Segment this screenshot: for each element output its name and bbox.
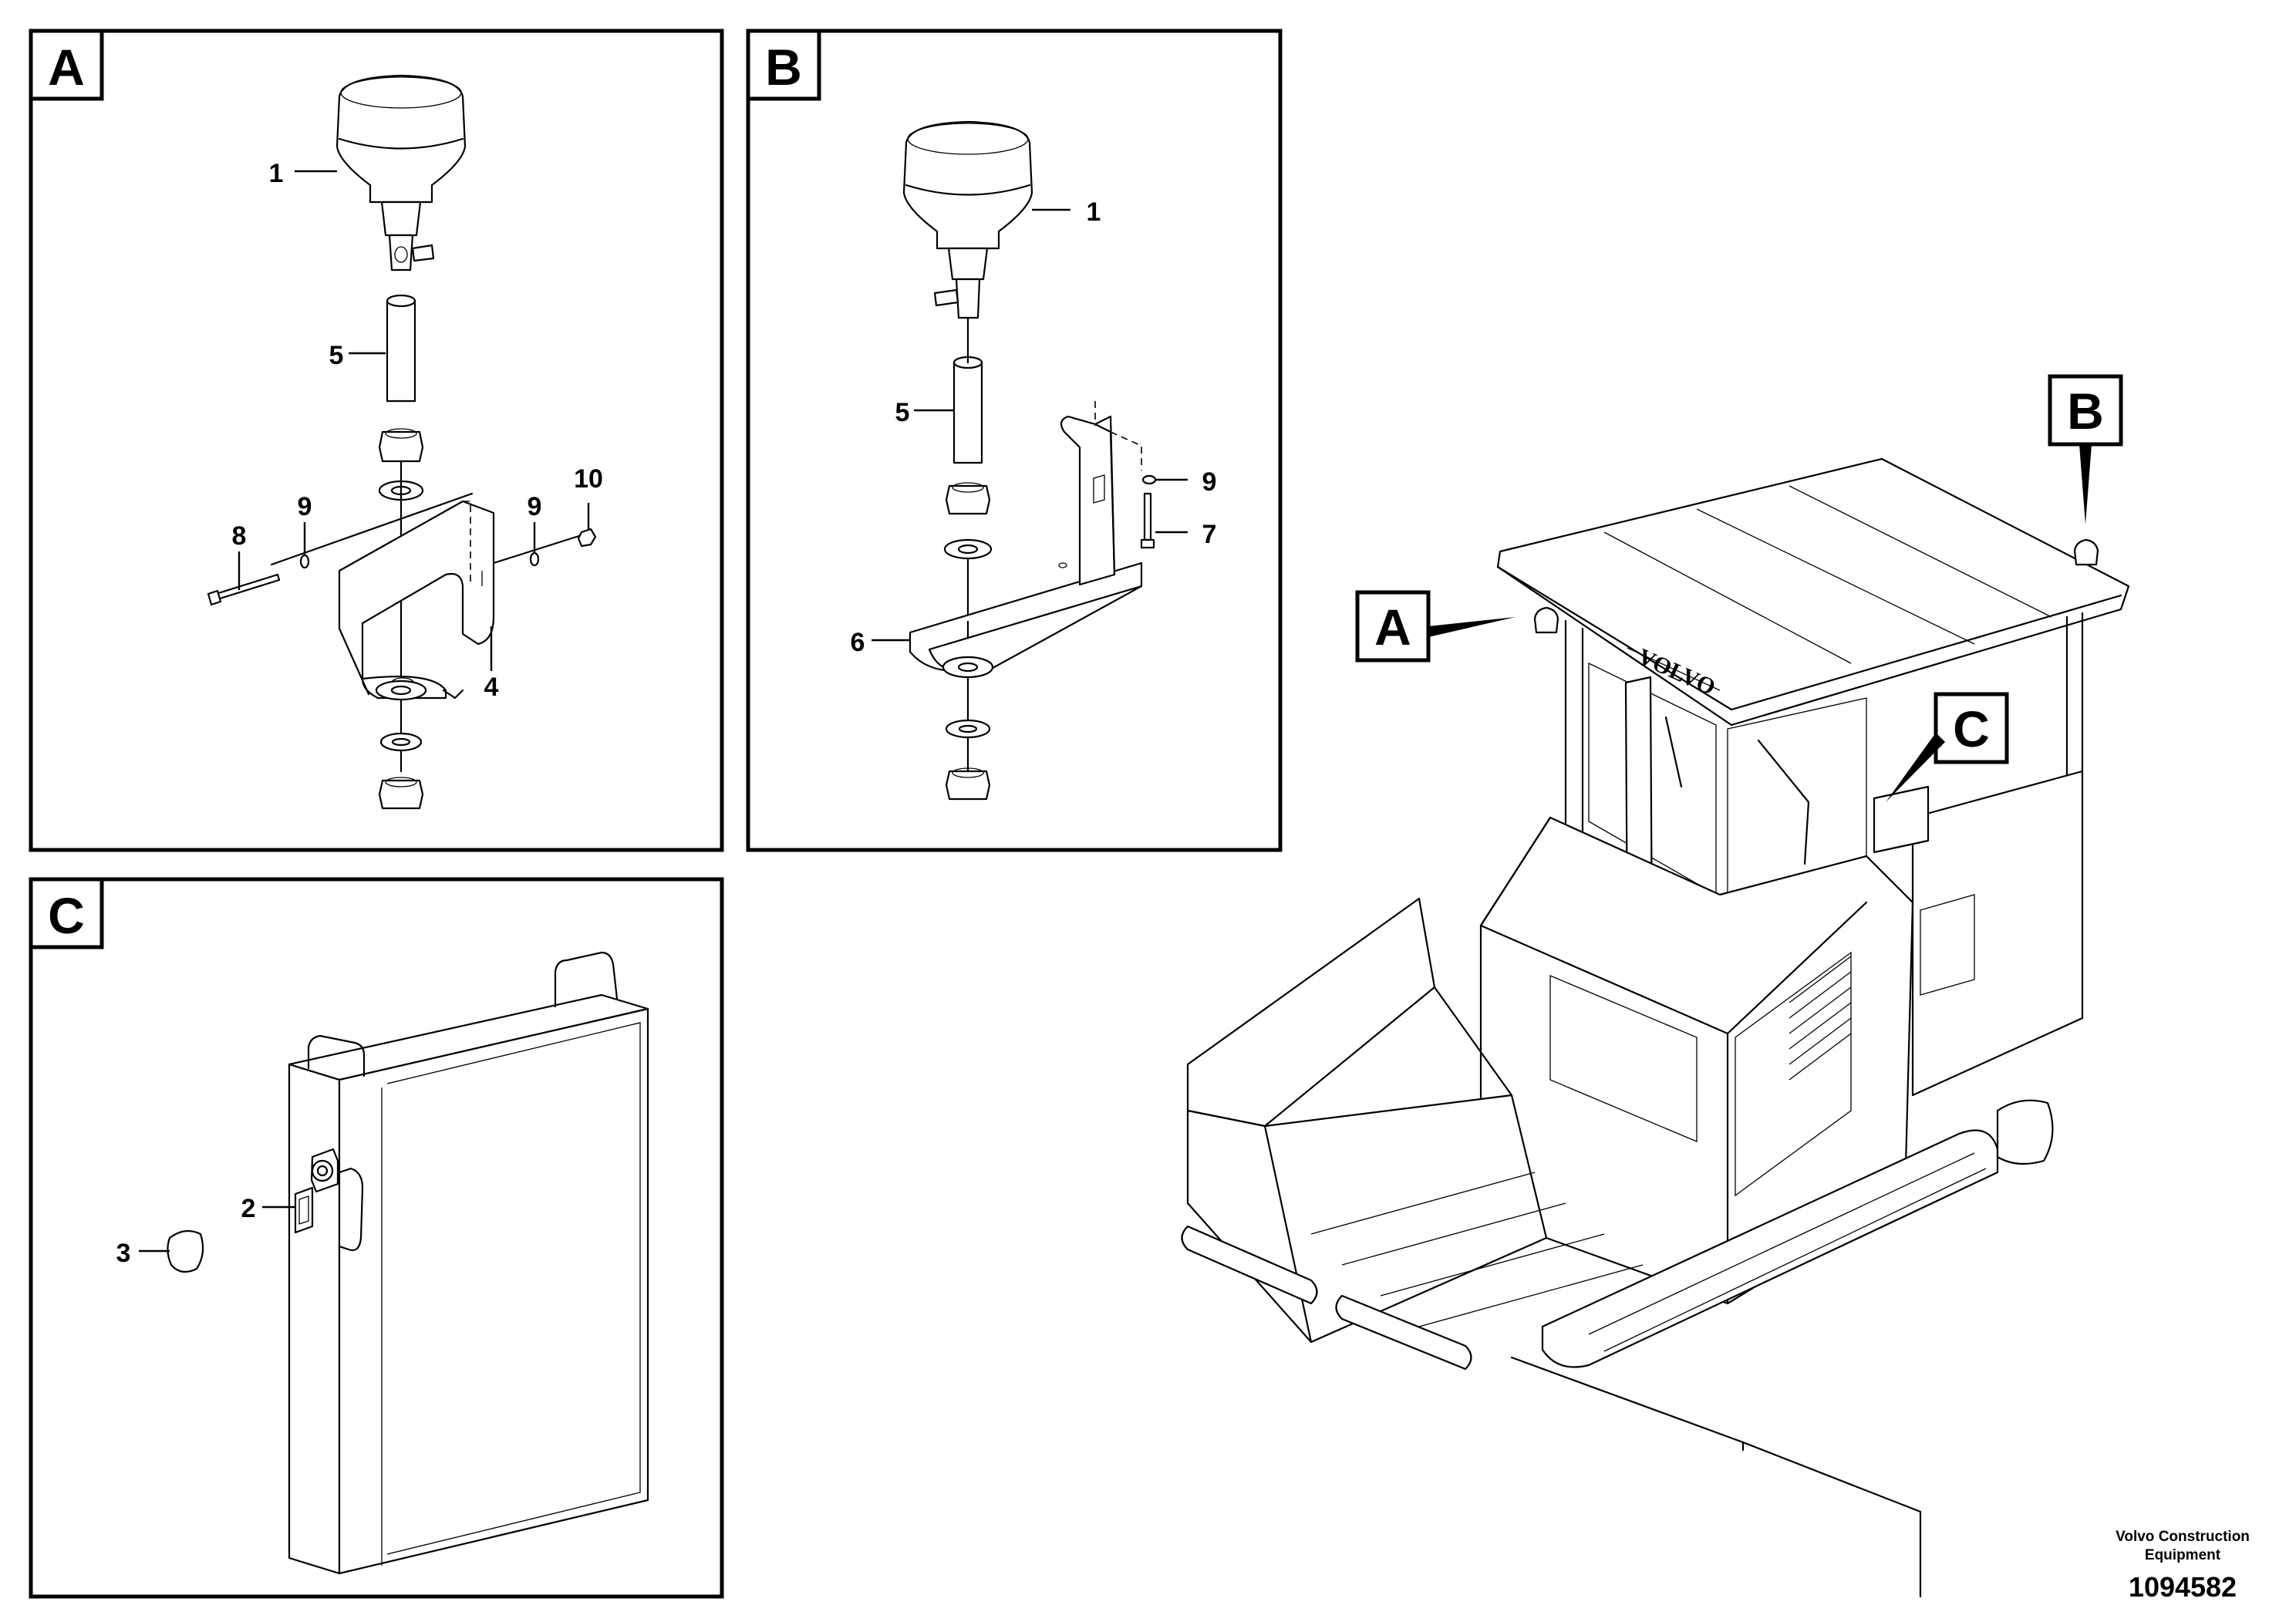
panel-b: B — [746, 29, 1283, 852]
publisher-line-1: Volvo Construction — [2116, 1529, 2250, 1545]
panel-a-tag — [29, 29, 104, 101]
callout-c-2: 2 — [241, 1194, 256, 1223]
pointer-b — [2079, 444, 2092, 524]
location-tag-b: B — [2048, 374, 2123, 524]
cabinet-icon — [288, 951, 649, 1575]
callout-b-7: 7 — [1202, 520, 1217, 549]
washer-icon — [379, 732, 423, 752]
panel-a-label: A — [48, 39, 85, 96]
bracket-icon — [338, 500, 495, 700]
callout-a-9a: 9 — [298, 492, 312, 521]
washer-icon — [942, 656, 994, 679]
panel-c: C 2 — [29, 877, 724, 1599]
panel-c-tag — [29, 877, 104, 949]
panel-a-frame — [29, 29, 724, 852]
callout-a-5: 5 — [329, 341, 344, 370]
spacer-tube-icon — [952, 356, 983, 464]
panel-a: A — [29, 29, 724, 852]
nut-icon — [577, 528, 597, 548]
publisher-line-2: Equipment — [2145, 1547, 2221, 1563]
callout-a-1: 1 — [269, 159, 284, 188]
callout-b-9: 9 — [1202, 467, 1217, 497]
spacer-tube-icon — [386, 294, 416, 403]
washer-icon — [1141, 474, 1157, 485]
callout-b-6: 6 — [851, 628, 865, 657]
bolt-icon — [207, 573, 281, 606]
washer-icon — [945, 719, 991, 739]
panel-b-label: B — [765, 39, 802, 96]
panel-c-label: C — [48, 887, 85, 944]
nut-icon — [378, 777, 424, 810]
location-tag-a: A — [1355, 590, 1515, 663]
callout-c-3: 3 — [116, 1239, 131, 1268]
callout-b-1: 1 — [1087, 197, 1101, 227]
callout-a-10: 10 — [574, 464, 603, 494]
washer-icon — [375, 679, 427, 701]
bracket-icon — [909, 401, 1143, 673]
nut-icon — [945, 482, 991, 515]
washer-icon — [299, 551, 540, 569]
keyhole-cap-icon — [167, 1229, 204, 1273]
beacon-lamp-icon — [335, 74, 467, 271]
location-tag-c-label: C — [1953, 700, 1990, 757]
callout-a-9b: 9 — [528, 492, 542, 521]
panel-b-frame — [746, 29, 1283, 852]
asphalt-paver-icon: VOLVO — [1181, 457, 2130, 1598]
nut-icon — [378, 428, 424, 463]
pointer-c — [1886, 733, 1945, 802]
pointer-a — [1428, 617, 1515, 637]
drawing-number: 1094582 — [2129, 1571, 2237, 1603]
beacon-lamp-icon — [902, 120, 1033, 319]
callout-a-8: 8 — [232, 521, 247, 551]
panel-b-tag — [746, 29, 821, 101]
bolt-icon — [1140, 492, 1155, 549]
panel-c-frame — [29, 877, 724, 1599]
nut-icon — [945, 767, 991, 801]
callout-b-5: 5 — [895, 398, 910, 427]
location-tag-a-label: A — [1374, 599, 1411, 656]
location-tag-b-label: B — [2067, 383, 2104, 440]
washer-icon — [943, 538, 993, 560]
callout-a-4: 4 — [484, 673, 499, 702]
location-tag-c: C — [1886, 692, 2009, 802]
